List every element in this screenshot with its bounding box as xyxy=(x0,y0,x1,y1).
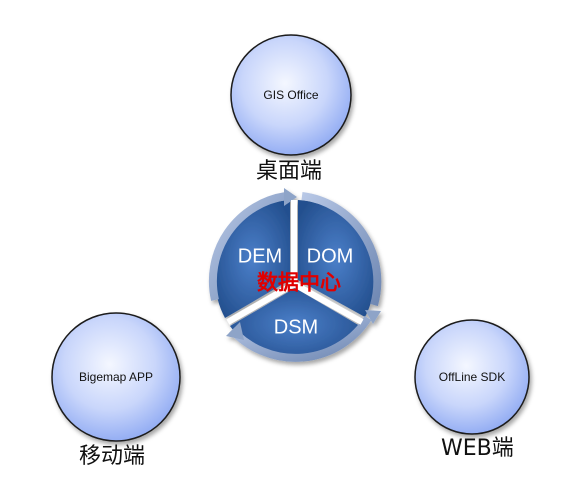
mobile-node-label: Bigemap APP xyxy=(79,370,153,384)
node-web: OffLine SDK xyxy=(414,319,530,435)
segment-label-dsm: DSM xyxy=(274,316,318,338)
mobile-node-circle xyxy=(51,312,181,442)
mobile-caption: 移动端 xyxy=(79,444,146,469)
node-desktop: GIS Office xyxy=(230,34,352,156)
arrow-arc-right xyxy=(301,192,382,307)
arrow-head-left xyxy=(226,322,244,340)
divider-right xyxy=(292,281,364,325)
desktop-node-label: GIS Office xyxy=(263,88,318,102)
node-mobile: Bigemap APP xyxy=(51,312,181,442)
arrow-arc-bottom xyxy=(229,315,372,362)
web-node-label: OffLine SDK xyxy=(439,370,505,384)
segment-dsm xyxy=(230,288,360,360)
divider-left xyxy=(226,281,296,325)
center-title: 数据中心 xyxy=(257,270,341,295)
arrow-head-right xyxy=(365,310,381,324)
arrow-head-top xyxy=(284,188,297,206)
web-caption: WEB端 xyxy=(441,436,514,461)
segment-label-dem: DEM xyxy=(238,245,282,267)
desktop-caption: 桌面端 xyxy=(256,159,323,184)
desktop-node-circle xyxy=(230,34,352,156)
segment-label-dom: DOM xyxy=(307,245,354,267)
arrow-arc-left xyxy=(208,192,287,301)
data-center-cycle xyxy=(208,188,382,362)
web-node-circle xyxy=(414,319,530,435)
